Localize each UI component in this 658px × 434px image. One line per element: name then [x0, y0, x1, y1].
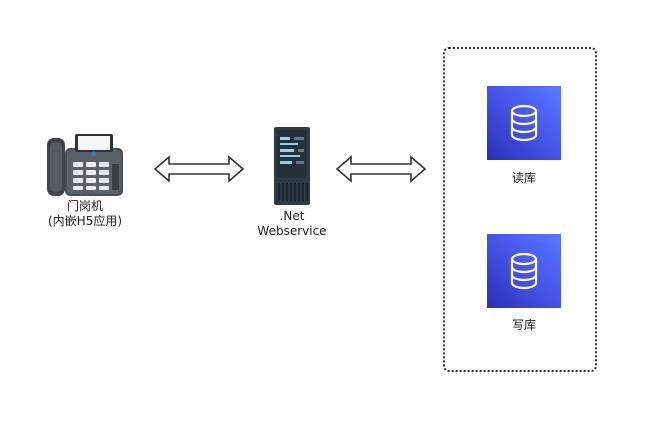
- server-node: [274, 127, 310, 205]
- server-rack-icon: [274, 127, 310, 205]
- desk-phone-icon: [47, 134, 123, 196]
- read-db-node: [487, 86, 561, 160]
- write-db-label: 写库: [511, 318, 536, 332]
- double-arrow-icon: [153, 155, 245, 183]
- write-db-node: [487, 234, 561, 308]
- gate-phone-label-line1: 门岗机: [66, 199, 103, 213]
- read-db-label: 读库: [511, 171, 536, 185]
- server-label-line2: Webservice: [257, 224, 327, 238]
- database-group: [443, 47, 597, 372]
- server-label-line1: .Net: [279, 209, 305, 223]
- database-icon: [510, 252, 538, 290]
- gate-phone-node: [45, 130, 125, 200]
- double-arrow-icon: [335, 155, 427, 183]
- database-icon: [510, 104, 538, 142]
- gate-phone-label: 门岗机 (内嵌H5应用): [40, 199, 130, 229]
- server-label: .Net Webservice: [245, 209, 339, 239]
- gate-phone-label-line2: (内嵌H5应用): [47, 214, 123, 228]
